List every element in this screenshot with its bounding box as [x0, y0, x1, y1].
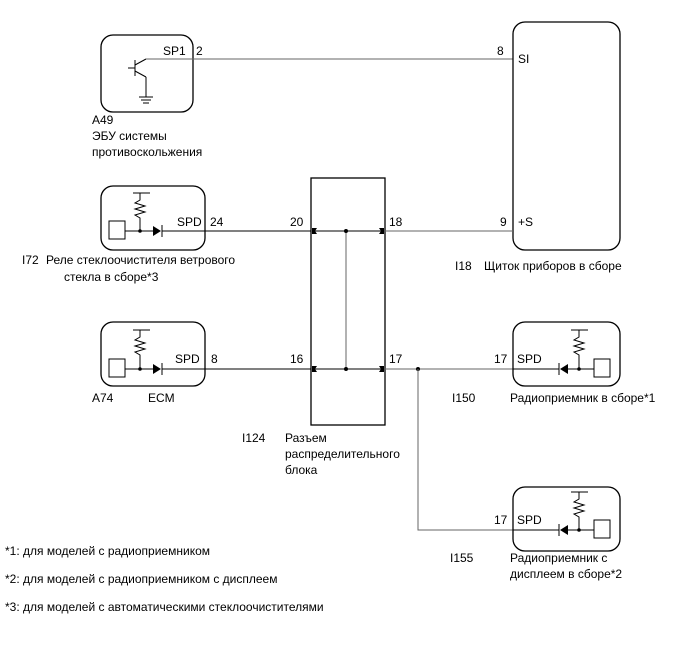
pin-number: 17 [389, 352, 403, 366]
pin-number: 16 [290, 352, 304, 366]
component-code: I18 [455, 259, 472, 273]
wire-17-spd-branch [417, 369, 513, 531]
pin-name: SPD [177, 215, 202, 229]
pin-number: 9 [500, 215, 507, 229]
component-i150: 17 SPD I150 Радиоприемник в сборе*1 [452, 321, 656, 405]
component-name: Радиоприемник в сборе*1 [510, 391, 656, 405]
component-code: I124 [242, 431, 266, 445]
component-name: стекла в сборе*3 [64, 270, 159, 284]
transistor-icon [128, 58, 147, 97]
footnote: *2: для моделей с радиоприемником с дисп… [5, 572, 277, 586]
footnote: *3: для моделей с автоматическими стекло… [5, 600, 324, 614]
diode-icon [153, 364, 161, 374]
pin-number: 17 [494, 513, 508, 527]
pin-name: SPD [517, 513, 542, 527]
ground-icon [139, 96, 153, 104]
component-a74: SPD 8 A74 ECM [92, 321, 218, 405]
diode-icon [560, 525, 568, 535]
pin-name: SPD [175, 352, 200, 366]
component-name: распределительного [285, 447, 400, 461]
component-a49: SP1 2 A49 ЭБУ системы противоскольжения [92, 34, 203, 159]
component-name: ECM [148, 391, 175, 405]
component-name: Щиток приборов в сборе [484, 259, 622, 273]
pin-number: 24 [210, 215, 224, 229]
component-code: I155 [450, 551, 474, 565]
component-name: противоскольжения [92, 145, 202, 159]
component-name: Реле стеклоочистителя ветрового [46, 253, 235, 267]
component-code: I72 [22, 253, 39, 267]
component-name: Радиоприемник с [510, 551, 607, 565]
component-code: A49 [92, 113, 114, 127]
component-i18: 8 SI 9 +S I18 Щиток приборов в сборе [455, 21, 622, 273]
diode-icon [560, 364, 568, 374]
pin-number: 8 [211, 352, 218, 366]
pin-name: SI [518, 52, 529, 66]
component-name: Разъем [285, 431, 327, 445]
pin-number: 8 [497, 44, 504, 58]
diode-icon [153, 226, 161, 236]
component-code: A74 [92, 391, 114, 405]
pin-name: +S [518, 215, 533, 229]
pin-name: SPD [517, 352, 542, 366]
component-name: ЭБУ системы [92, 129, 167, 143]
pin-number: 20 [290, 215, 304, 229]
footnote: *1: для моделей с радиоприемником [5, 544, 210, 558]
component-name: блока [285, 463, 318, 477]
component-i124: 20 18 16 17 I124 Разъем распределительно… [242, 177, 403, 477]
component-code: I150 [452, 391, 476, 405]
footnotes: *1: для моделей с радиоприемником *2: дл… [5, 544, 324, 614]
pin-number: 17 [494, 352, 508, 366]
pin-number: 2 [196, 44, 203, 58]
pin-number: 18 [389, 215, 403, 229]
pin-name: SP1 [163, 44, 186, 58]
component-i155: 17 SPD I155 Радиоприемник с дисплеем в с… [450, 486, 622, 581]
component-name: дисплеем в сборе*2 [510, 567, 622, 581]
component-i72: SPD 24 I72 Реле стеклоочистителя ветрово… [22, 185, 235, 284]
